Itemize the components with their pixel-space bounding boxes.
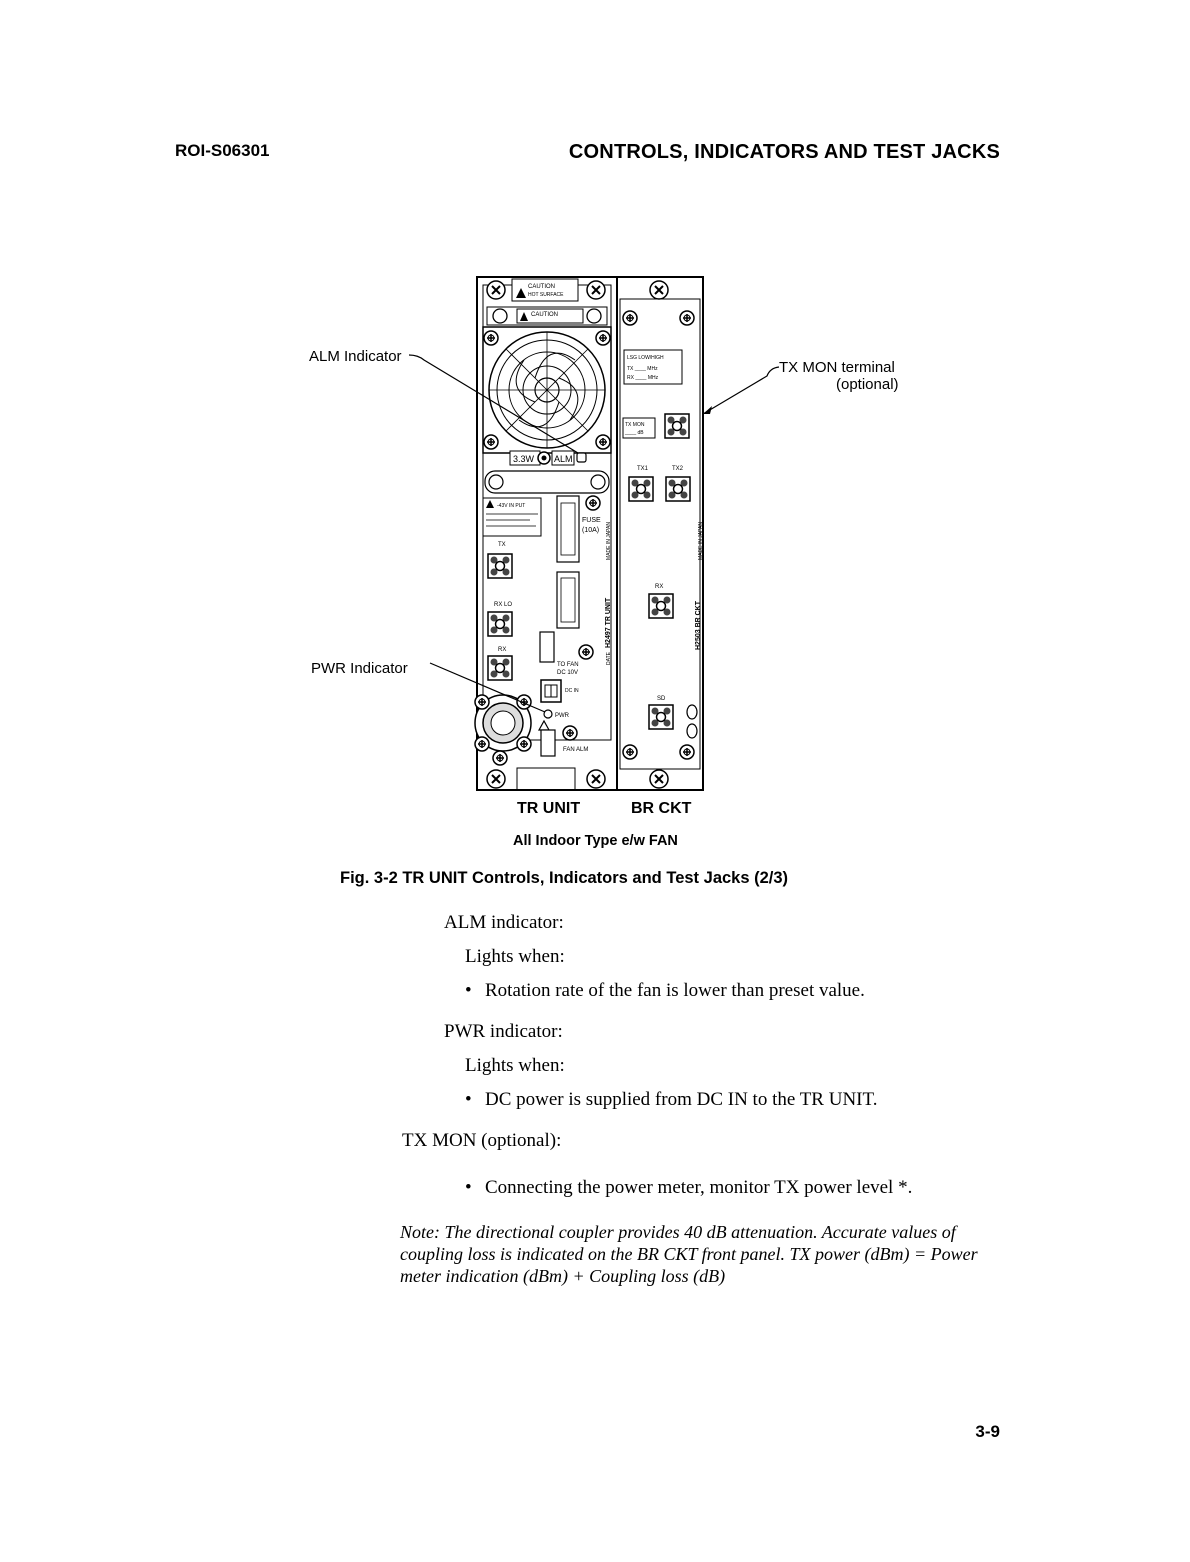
rx-lo-jack-label: RX LO <box>494 602 512 608</box>
alm-lights-when: Lights when: <box>465 946 565 967</box>
figure-caption: Fig. 3-2 TR UNIT Controls, Indicators an… <box>340 869 789 887</box>
hot-surface-label: HOT SURFACE <box>528 292 564 298</box>
br-made-in-japan-label: MADE IN JAPAN <box>698 522 704 560</box>
fan-alm-label: FAN ALM <box>563 747 588 753</box>
br-rx-jack[interactable] <box>648 593 674 619</box>
tx-mon-jack[interactable] <box>664 413 690 439</box>
page-number: 3-9 <box>975 1422 1000 1441</box>
alm-indicator-led <box>576 452 587 463</box>
alm-heading: ALM indicator: <box>444 912 564 933</box>
br-rx-label: RX <box>655 584 663 590</box>
tx-mon-terminal-callout: TX MON terminal <box>779 359 895 376</box>
rx-jack[interactable] <box>487 655 513 681</box>
pwr-bullet: DC power is supplied from DC IN to the T… <box>465 1089 877 1111</box>
fan-icon <box>482 326 612 454</box>
rx-mhz-label: RX ____ MHz <box>627 375 659 381</box>
txmon-heading: TX MON (optional): <box>402 1130 562 1151</box>
note-paragraph: Note: The directional coupler provides 4… <box>400 1222 978 1286</box>
alm-label: ALM <box>554 454 573 464</box>
br-ckt-panel: LSG LOW/HIGH TX ____ MHz RX ____ MHz TX … <box>616 276 704 791</box>
alm-bullet: Rotation rate of the fan is lower than p… <box>465 980 865 1002</box>
tx-mon-db-label: ____ dB <box>624 430 644 436</box>
pwr-heading: PWR indicator: <box>444 1021 563 1042</box>
pwr-label: PWR <box>555 713 570 719</box>
sd-label: SD <box>657 696 666 702</box>
tx-mon-label: TX MON <box>625 422 645 428</box>
tx-jack-label: TX <box>498 542 506 548</box>
br-ckt-model-label: H2503 BR CKT <box>695 600 702 650</box>
caution-label: CAUTION <box>528 284 555 290</box>
alm-indicator-callout: ALM Indicator <box>309 348 402 365</box>
callouts: ALM Indicator PWR Indicator TX MON termi… <box>309 348 899 713</box>
rx-jack-label: RX <box>498 647 506 653</box>
fuse-rating-label: (10A) <box>582 527 599 534</box>
caution-label-2: CAUTION <box>531 312 558 318</box>
made-in-japan-label: MADE IN JAPAN <box>606 522 612 560</box>
date-label: DATE <box>606 651 612 665</box>
power-rating-label: 3.3W <box>513 454 535 464</box>
pwr-indicator-led <box>543 709 553 719</box>
tx1-jack[interactable] <box>628 476 654 502</box>
to-fan-label: TO FAN <box>557 662 579 668</box>
lsg-label: LSG LOW/HIGH <box>627 355 664 361</box>
tr-unit-label: TR UNIT <box>517 800 580 817</box>
tr-unit-panel: CAUTION HOT SURFACE CAUTION 3.3W <box>474 276 618 791</box>
tx-mhz-label: TX ____ MHz <box>627 366 658 372</box>
rx-lo-jack[interactable] <box>487 611 513 637</box>
pwr-indicator-callout: PWR Indicator <box>311 660 408 677</box>
tr-unit-front-panel-figure: CAUTION HOT SURFACE CAUTION 3.3W <box>309 276 899 849</box>
tx2-jack[interactable] <box>665 476 691 502</box>
input-warning-label: -43V IN PUT <box>497 503 525 509</box>
txmon-bullet: Connecting the power meter, monitor TX p… <box>465 1177 912 1199</box>
document-id: ROI-S06301 <box>175 141 270 160</box>
sd-jack[interactable] <box>648 704 674 730</box>
tx-jack[interactable] <box>487 553 513 579</box>
tx2-label: TX2 <box>672 466 684 472</box>
pwr-lights-when: Lights when: <box>465 1055 565 1076</box>
page-title: CONTROLS, INDICATORS AND TEST JACKS <box>568 141 1000 163</box>
fuse-label: FUSE <box>582 517 601 524</box>
tx1-label: TX1 <box>637 466 649 472</box>
tx-mon-optional-callout: (optional) <box>836 376 899 393</box>
dc-fan-label: DC 10V <box>557 670 578 676</box>
figure-subtitle: All Indoor Type e/w FAN <box>513 833 678 849</box>
dc-in-label: DC IN <box>565 688 579 694</box>
br-ckt-label: BR CKT <box>631 800 692 817</box>
tr-unit-model-label: H2497 TR UNIT <box>605 597 612 648</box>
